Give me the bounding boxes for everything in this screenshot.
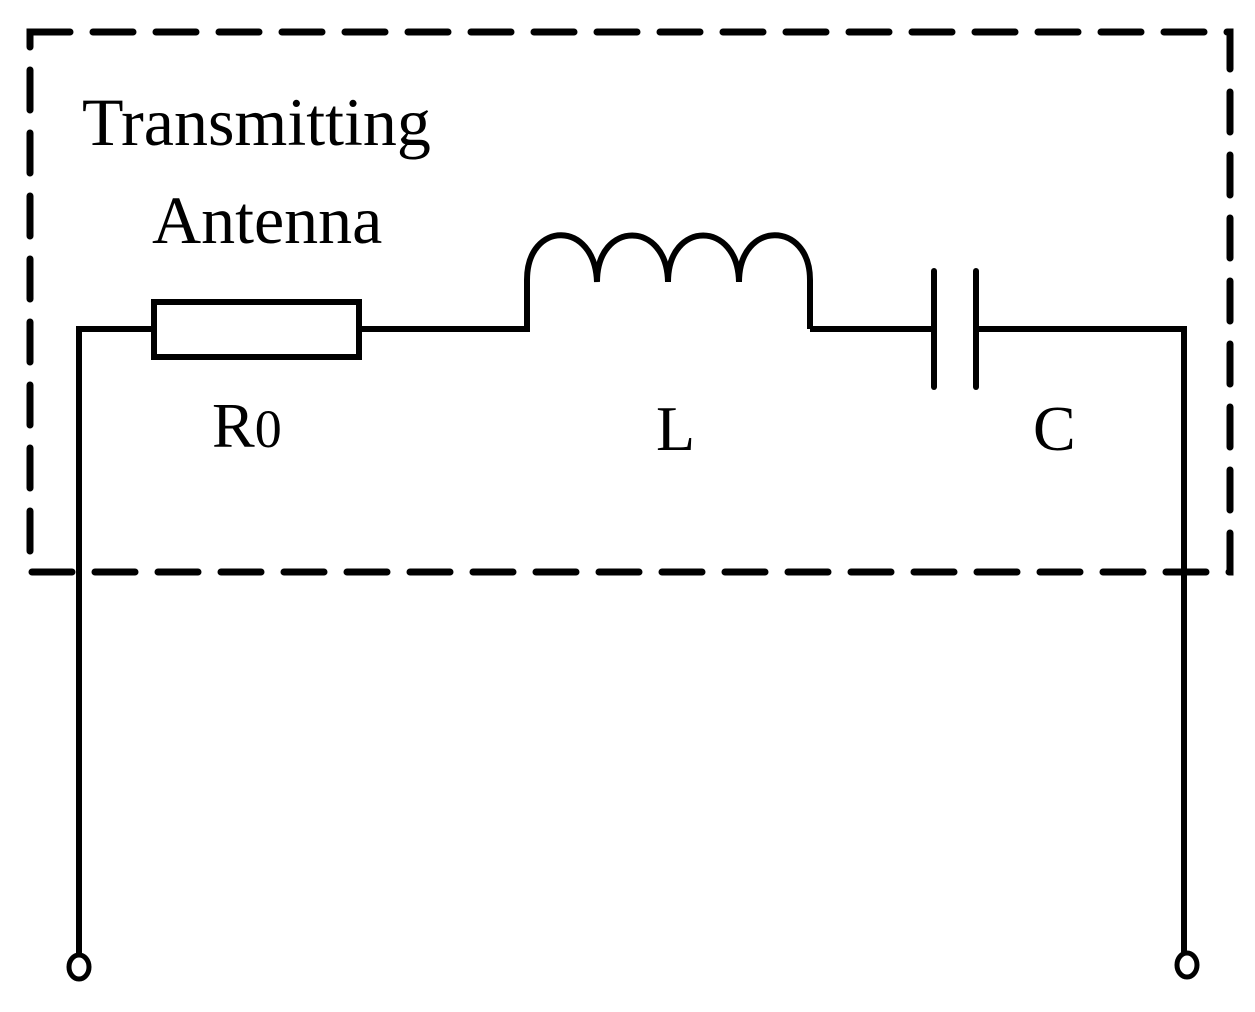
antenna-boundary: [26, 28, 1234, 576]
right-terminal: [1174, 950, 1200, 980]
inductor-label: L: [656, 393, 696, 464]
left-wire: [76, 326, 154, 958]
right-wire: [976, 326, 1187, 956]
resistor-label-subscript: 0: [254, 399, 282, 459]
inductor-l: [524, 232, 813, 329]
resistor-label: R0: [212, 394, 282, 458]
capacitor-label: C: [1033, 393, 1076, 464]
wire-r-to-l: [359, 280, 530, 332]
title-line-1: Transmitting: [82, 84, 431, 160]
left-terminal: [66, 952, 92, 982]
title-line-2: Antenna: [152, 182, 383, 258]
resistor-r0: [151, 299, 362, 360]
resistor-label-main: R: [212, 390, 255, 461]
